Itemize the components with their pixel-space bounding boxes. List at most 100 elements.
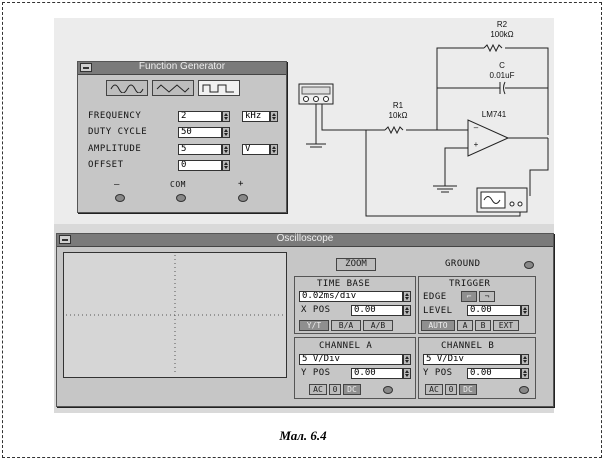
amplitude-label: AMPLITUDE (88, 144, 142, 154)
channel-b-ground-button[interactable]: 0 (445, 384, 457, 395)
waveform-triangle-button[interactable] (152, 80, 194, 96)
r2-resistor (483, 43, 503, 53)
terminal-com-connector[interactable] (176, 194, 186, 202)
timebase-spinner[interactable] (403, 291, 411, 302)
timebase-group: TIME BASE 0.02ms/div X POS 0.00 Y/T B/A … (294, 276, 416, 334)
amplitude-unit-select[interactable]: V (242, 144, 270, 155)
oscilloscope-title: Oscilloscope (276, 233, 334, 244)
rising-edge-icon: ⌐ (466, 292, 472, 301)
system-menu-button[interactable] (59, 235, 71, 244)
falling-edge-icon: ¬ (484, 292, 490, 301)
channel-b-ypos-label: Y POS (423, 368, 453, 378)
function-generator-window[interactable]: Function Generator FREQUENCY 2 kHz DUTY … (77, 61, 287, 213)
channel-a-dc-button[interactable]: DC (343, 384, 361, 395)
timebase-title: TIME BASE (317, 279, 371, 289)
r2-value-label: 100kΩ (490, 30, 514, 39)
channel-b-group: CHANNEL B 5 V/Div Y POS 0.00 AC 0 DC (418, 337, 536, 399)
timebase-input[interactable]: 0.02ms/div (299, 291, 403, 302)
duty-cycle-spinner[interactable] (222, 127, 230, 138)
frequency-unit-spinner[interactable] (270, 111, 278, 122)
channel-a-ac-button[interactable]: AC (309, 384, 327, 395)
trigger-group: TRIGGER EDGE ⌐ ¬ LEVEL 0.00 AUTO A B EXT (418, 276, 536, 334)
channel-b-scale-spinner[interactable] (521, 354, 529, 365)
amplitude-spinner[interactable] (222, 144, 230, 155)
r2-name-label: R2 (496, 20, 508, 29)
channel-b-ac-button[interactable]: AC (425, 384, 443, 395)
opamp-name-label: LM741 (481, 110, 507, 119)
r1-name-label: R1 (392, 101, 404, 110)
amplitude-input[interactable]: 5 (178, 144, 222, 155)
function-generator-titlebar[interactable]: Function Generator (78, 61, 286, 75)
channel-a-ypos-spinner[interactable] (403, 368, 411, 379)
duty-cycle-input[interactable]: 50 (178, 127, 222, 138)
edge-label: EDGE (423, 292, 447, 302)
oscilloscope-window[interactable]: Oscilloscope ZOOM GROUND TIME BASE 0.02m… (56, 233, 554, 407)
capacitor-plate-right (503, 81, 506, 95)
channel-b-terminal[interactable] (519, 386, 529, 394)
system-menu-button[interactable] (80, 63, 92, 72)
frequency-label: FREQUENCY (88, 111, 142, 121)
channel-b-scale-input[interactable]: 5 V/Div (423, 354, 521, 365)
waveform-sine-button[interactable] (106, 80, 148, 96)
r1-resistor (384, 125, 404, 135)
figure-caption: Мал. 6.4 (279, 428, 327, 443)
opamp-symbol (467, 119, 510, 157)
ground-label: GROUND (445, 259, 481, 269)
channel-b-ypos-input[interactable]: 0.00 (467, 368, 521, 379)
edge-rising-button[interactable]: ⌐ (461, 291, 477, 302)
zoom-button[interactable]: ZOOM (336, 258, 376, 271)
capacitor-name-label: C (499, 61, 505, 70)
channel-a-scale-spinner[interactable] (403, 354, 411, 365)
offset-spinner[interactable] (222, 160, 230, 171)
figure-frame (2, 2, 602, 458)
mode-yt-button[interactable]: Y/T (299, 320, 329, 331)
oscilloscope-screen (63, 252, 287, 378)
triangle-wave-icon (156, 84, 190, 93)
ground-terminal[interactable] (524, 261, 534, 269)
duty-cycle-label: DUTY CYCLE (88, 127, 148, 137)
square-wave-icon (202, 84, 234, 93)
offset-label: OFFSET (88, 160, 124, 170)
opamp-noninverting-label: + (473, 140, 479, 149)
level-spinner[interactable] (521, 305, 529, 316)
sine-wave-icon (110, 84, 144, 93)
trigger-a-button[interactable]: A (457, 320, 473, 331)
terminal-minus-label: — (114, 180, 120, 190)
channel-a-ypos-input[interactable]: 0.00 (351, 368, 403, 379)
capacitor-value-label: 0.01uF (489, 71, 515, 80)
edge-falling-button[interactable]: ¬ (479, 291, 495, 302)
xpos-input[interactable]: 0.00 (351, 305, 403, 316)
channel-a-group: CHANNEL A 5 V/Div Y POS 0.00 AC 0 DC (294, 337, 416, 399)
channel-b-dc-button[interactable]: DC (459, 384, 477, 395)
channel-b-ypos-spinner[interactable] (521, 368, 529, 379)
frequency-input[interactable]: 2 (178, 111, 222, 122)
terminal-plus-connector[interactable] (238, 194, 248, 202)
generator-terminal-block (298, 83, 334, 105)
mode-ab-button[interactable]: A/B (363, 320, 393, 331)
channel-a-ypos-label: Y POS (301, 368, 331, 378)
channel-a-ground-button[interactable]: 0 (329, 384, 341, 395)
xpos-spinner[interactable] (403, 305, 411, 316)
frequency-unit-select[interactable]: kHz (242, 111, 270, 122)
oscilloscope-titlebar[interactable]: Oscilloscope (57, 233, 553, 247)
frequency-spinner[interactable] (222, 111, 230, 122)
amplitude-unit-spinner[interactable] (270, 144, 278, 155)
level-label: LEVEL (423, 306, 453, 316)
terminal-minus-connector[interactable] (115, 194, 125, 202)
trigger-ext-button[interactable]: EXT (493, 320, 519, 331)
trigger-title: TRIGGER (449, 279, 491, 289)
function-generator-title: Function Generator (138, 61, 226, 72)
mode-ba-button[interactable]: B/A (331, 320, 361, 331)
trigger-b-button[interactable]: B (475, 320, 491, 331)
trigger-auto-button[interactable]: AUTO (421, 320, 455, 331)
offset-input[interactable]: 0 (178, 160, 222, 171)
channel-b-title: CHANNEL B (441, 341, 495, 351)
oscilloscope-icon (476, 187, 528, 213)
channel-a-title: CHANNEL A (319, 341, 373, 351)
level-input[interactable]: 0.00 (467, 305, 521, 316)
terminal-plus-label: + (238, 179, 244, 189)
channel-a-terminal[interactable] (383, 386, 393, 394)
channel-a-scale-input[interactable]: 5 V/Div (299, 354, 403, 365)
waveform-square-button[interactable] (198, 80, 240, 96)
